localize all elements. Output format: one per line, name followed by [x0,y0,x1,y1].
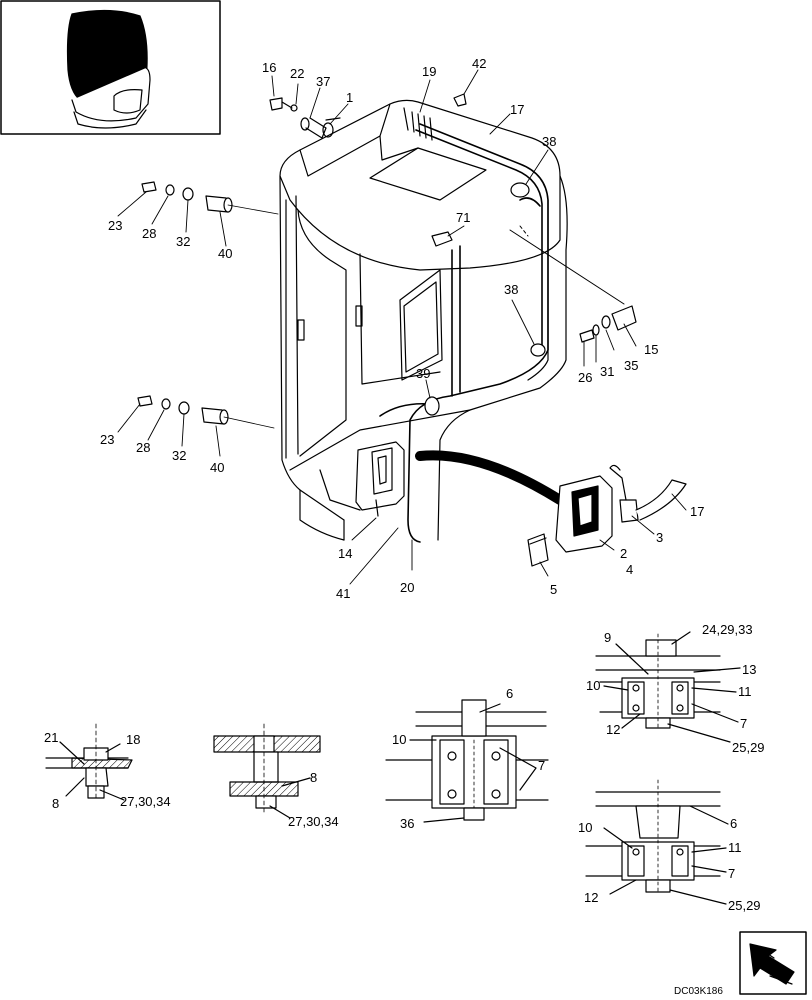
pump-bracket [527,533,549,567]
callout-d4-13: 13 [742,662,756,677]
washer-hose [415,450,565,505]
connector [431,231,453,247]
callout-26: 26 [578,370,592,385]
callout-d4-12: 12 [606,722,620,737]
detail-bearing-36 [385,699,549,823]
callout-d4-7: 7 [740,716,747,731]
callout-15: 15 [644,342,658,357]
wiring-harness [379,123,625,543]
callout-32-upper: 32 [176,234,190,249]
hardware-left-lower [137,395,275,429]
cab-frame [279,99,568,541]
callout-32-lower: 32 [172,448,186,463]
hardware-right [579,305,637,343]
callout-16: 16 [262,60,276,75]
hardware-top [269,97,341,139]
callout-14: 14 [338,546,352,561]
clip [453,93,467,107]
callout-28-lower: 28 [136,440,150,455]
leader-lines [117,69,687,585]
callout-d1-18: 18 [126,732,140,747]
callout-39: 39 [416,366,430,381]
callout-d1-21: 21 [44,730,58,745]
callout-4: 4 [626,562,633,577]
detail-bolt-8 [213,723,321,819]
callout-d3-7: 7 [538,758,545,773]
callout-40-upper: 40 [218,246,232,261]
detail-bearing-24 [595,631,741,743]
callout-d1-8: 8 [52,796,59,811]
callout-d3-10: 10 [392,732,406,747]
hardware-left-upper [141,181,279,215]
callout-d2-27: 27,30,34 [288,814,339,829]
washer-pump [609,464,687,523]
callout-23-upper: 23 [108,218,122,233]
callout-d5-7: 7 [728,866,735,881]
callout-d4-25: 25,29 [732,740,765,755]
spring [403,107,433,141]
callout-d5-12: 12 [584,890,598,905]
callout-28-upper: 28 [142,226,156,241]
callout-1: 1 [346,90,353,105]
callout-d2-8: 8 [310,770,317,785]
callout-d5-10: 10 [578,820,592,835]
grommet-lower [530,343,546,357]
callout-40-lower: 40 [210,460,224,475]
callout-22: 22 [290,66,304,81]
beacon-inset [0,0,221,135]
callout-71: 71 [456,210,470,225]
callout-23-lower: 23 [100,432,114,447]
callout-19: 19 [422,64,436,79]
callout-d5-25: 25,29 [728,898,761,913]
callout-2: 2 [620,546,627,561]
callout-d4-11: 11 [738,684,752,699]
rotating-beacon-icon [66,9,151,129]
detail-bolt-21-18 [45,723,133,801]
callout-3: 3 [656,530,663,545]
grommet-39 [424,396,440,416]
callout-20: 20 [400,580,414,595]
callout-d1-27: 27,30,34 [120,794,171,809]
next-page-arrow-icon[interactable] [739,931,807,995]
callout-d5-6: 6 [730,816,737,831]
callout-42: 42 [472,56,486,71]
callout-31: 31 [600,364,614,379]
callout-labels: 16 22 37 1 19 42 17 38 23 28 32 40 71 38… [44,56,765,913]
callout-d3-36: 36 [400,816,414,831]
callout-41: 41 [336,586,350,601]
callout-d4-24: 24,29,33 [702,622,753,637]
callout-17-right: 17 [690,504,704,519]
callout-37: 37 [316,74,330,89]
washer-reservoir [555,475,613,553]
grommet-top [510,182,530,198]
callout-38-top: 38 [542,134,556,149]
callout-35: 35 [624,358,638,373]
callout-38-lower: 38 [504,282,518,297]
drawing-code: DC03K186 [674,986,723,997]
callout-d3-6: 6 [506,686,513,701]
callout-5: 5 [550,582,557,597]
detail-bearing-25 [585,779,729,905]
callout-d4-9: 9 [604,630,611,645]
callout-d5-11: 11 [728,840,742,855]
callout-17-top: 17 [510,102,524,117]
washer-reservoir-mounted [355,441,405,517]
callout-d4-10: 10 [586,678,600,693]
